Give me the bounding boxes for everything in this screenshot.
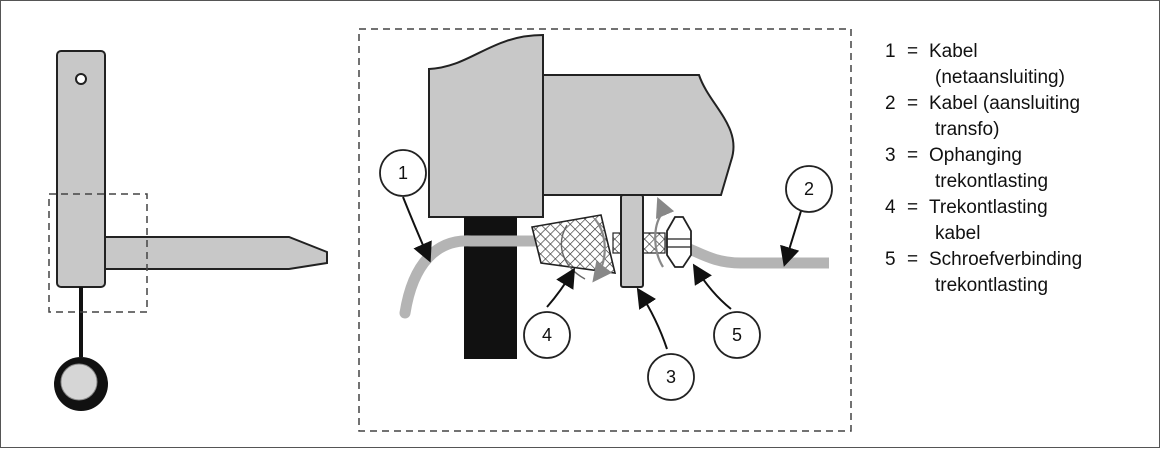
callout-1-label: 1 bbox=[398, 163, 408, 183]
vertical-bracket bbox=[56, 50, 106, 288]
pendant-ball-highlight bbox=[60, 363, 98, 401]
housing-extension bbox=[542, 74, 735, 196]
legend-eq: = bbox=[907, 197, 919, 218]
rotation-arc-right bbox=[592, 218, 613, 283]
detail-frame-small bbox=[48, 193, 148, 313]
legend-num: 4 bbox=[885, 197, 896, 218]
legend-term: Trekontlasting bbox=[929, 197, 1048, 218]
legend-term: Schroefverbinding bbox=[929, 249, 1083, 270]
leader-5 bbox=[692, 263, 732, 310]
legend-num: 5 bbox=[885, 249, 896, 270]
legend-item-5: 5 = Schroefverbinding trekontlasting bbox=[885, 247, 1155, 299]
mount-hole bbox=[75, 73, 87, 85]
overview-drawing bbox=[48, 50, 328, 411]
legend-eq: = bbox=[907, 145, 919, 166]
callout-5: 5 bbox=[713, 311, 761, 359]
legend: 1 = Kabel (netaansluiting) 2 = Kabel (aa… bbox=[885, 39, 1155, 299]
suspension-bracket bbox=[620, 194, 644, 288]
callout-2-label: 2 bbox=[804, 179, 814, 199]
legend-term: Kabel bbox=[929, 41, 978, 62]
legend-item-2: 2 = Kabel (aansluiting transfo) bbox=[885, 91, 1155, 143]
legend-num: 3 bbox=[885, 145, 896, 166]
legend-num: 1 bbox=[885, 41, 896, 62]
legend-cont: (netaansluiting) bbox=[935, 67, 1065, 88]
leader-1 bbox=[402, 196, 432, 263]
rotation-arrow-nut bbox=[655, 196, 675, 220]
legend-num: 2 bbox=[885, 93, 896, 114]
callout-3-label: 3 bbox=[666, 367, 676, 387]
screw-nut bbox=[666, 216, 692, 268]
callout-4: 4 bbox=[523, 311, 571, 359]
legend-eq: = bbox=[907, 249, 919, 270]
rotation-arc-left bbox=[560, 224, 586, 280]
legend-item-4: 4 = Trekontlasting kabel bbox=[885, 195, 1155, 247]
strain-relief-cone bbox=[531, 214, 617, 274]
leader-4 bbox=[546, 267, 576, 308]
legend-cont: kabel bbox=[935, 223, 981, 244]
legend-term: Kabel (aansluiting bbox=[929, 93, 1081, 114]
legend-cont: trekontlasting bbox=[935, 275, 1049, 296]
callout-4-label: 4 bbox=[542, 325, 552, 345]
legend-item-3: 3 = Ophanging trekontlasting bbox=[885, 143, 1155, 195]
legend-term: Ophanging bbox=[929, 145, 1022, 166]
leader-2 bbox=[780, 210, 802, 267]
callout-5-label: 5 bbox=[732, 325, 742, 345]
legend-eq: = bbox=[907, 41, 919, 62]
callout-2: 2 bbox=[785, 165, 833, 213]
callout-1: 1 bbox=[379, 149, 427, 197]
legend-cont: transfo) bbox=[935, 119, 1000, 140]
callout-3: 3 bbox=[647, 353, 695, 401]
legend-eq: = bbox=[907, 93, 919, 114]
detail-frame-large bbox=[358, 28, 852, 432]
legend-cont: trekontlasting bbox=[935, 171, 1049, 192]
leader-3 bbox=[636, 287, 668, 350]
legend-item-1: 1 = Kabel (netaansluiting) bbox=[885, 39, 1155, 91]
housing-block bbox=[428, 33, 544, 218]
detail-drawing: 1 2 3 4 5 bbox=[379, 33, 833, 401]
horizontal-arm bbox=[104, 236, 328, 270]
